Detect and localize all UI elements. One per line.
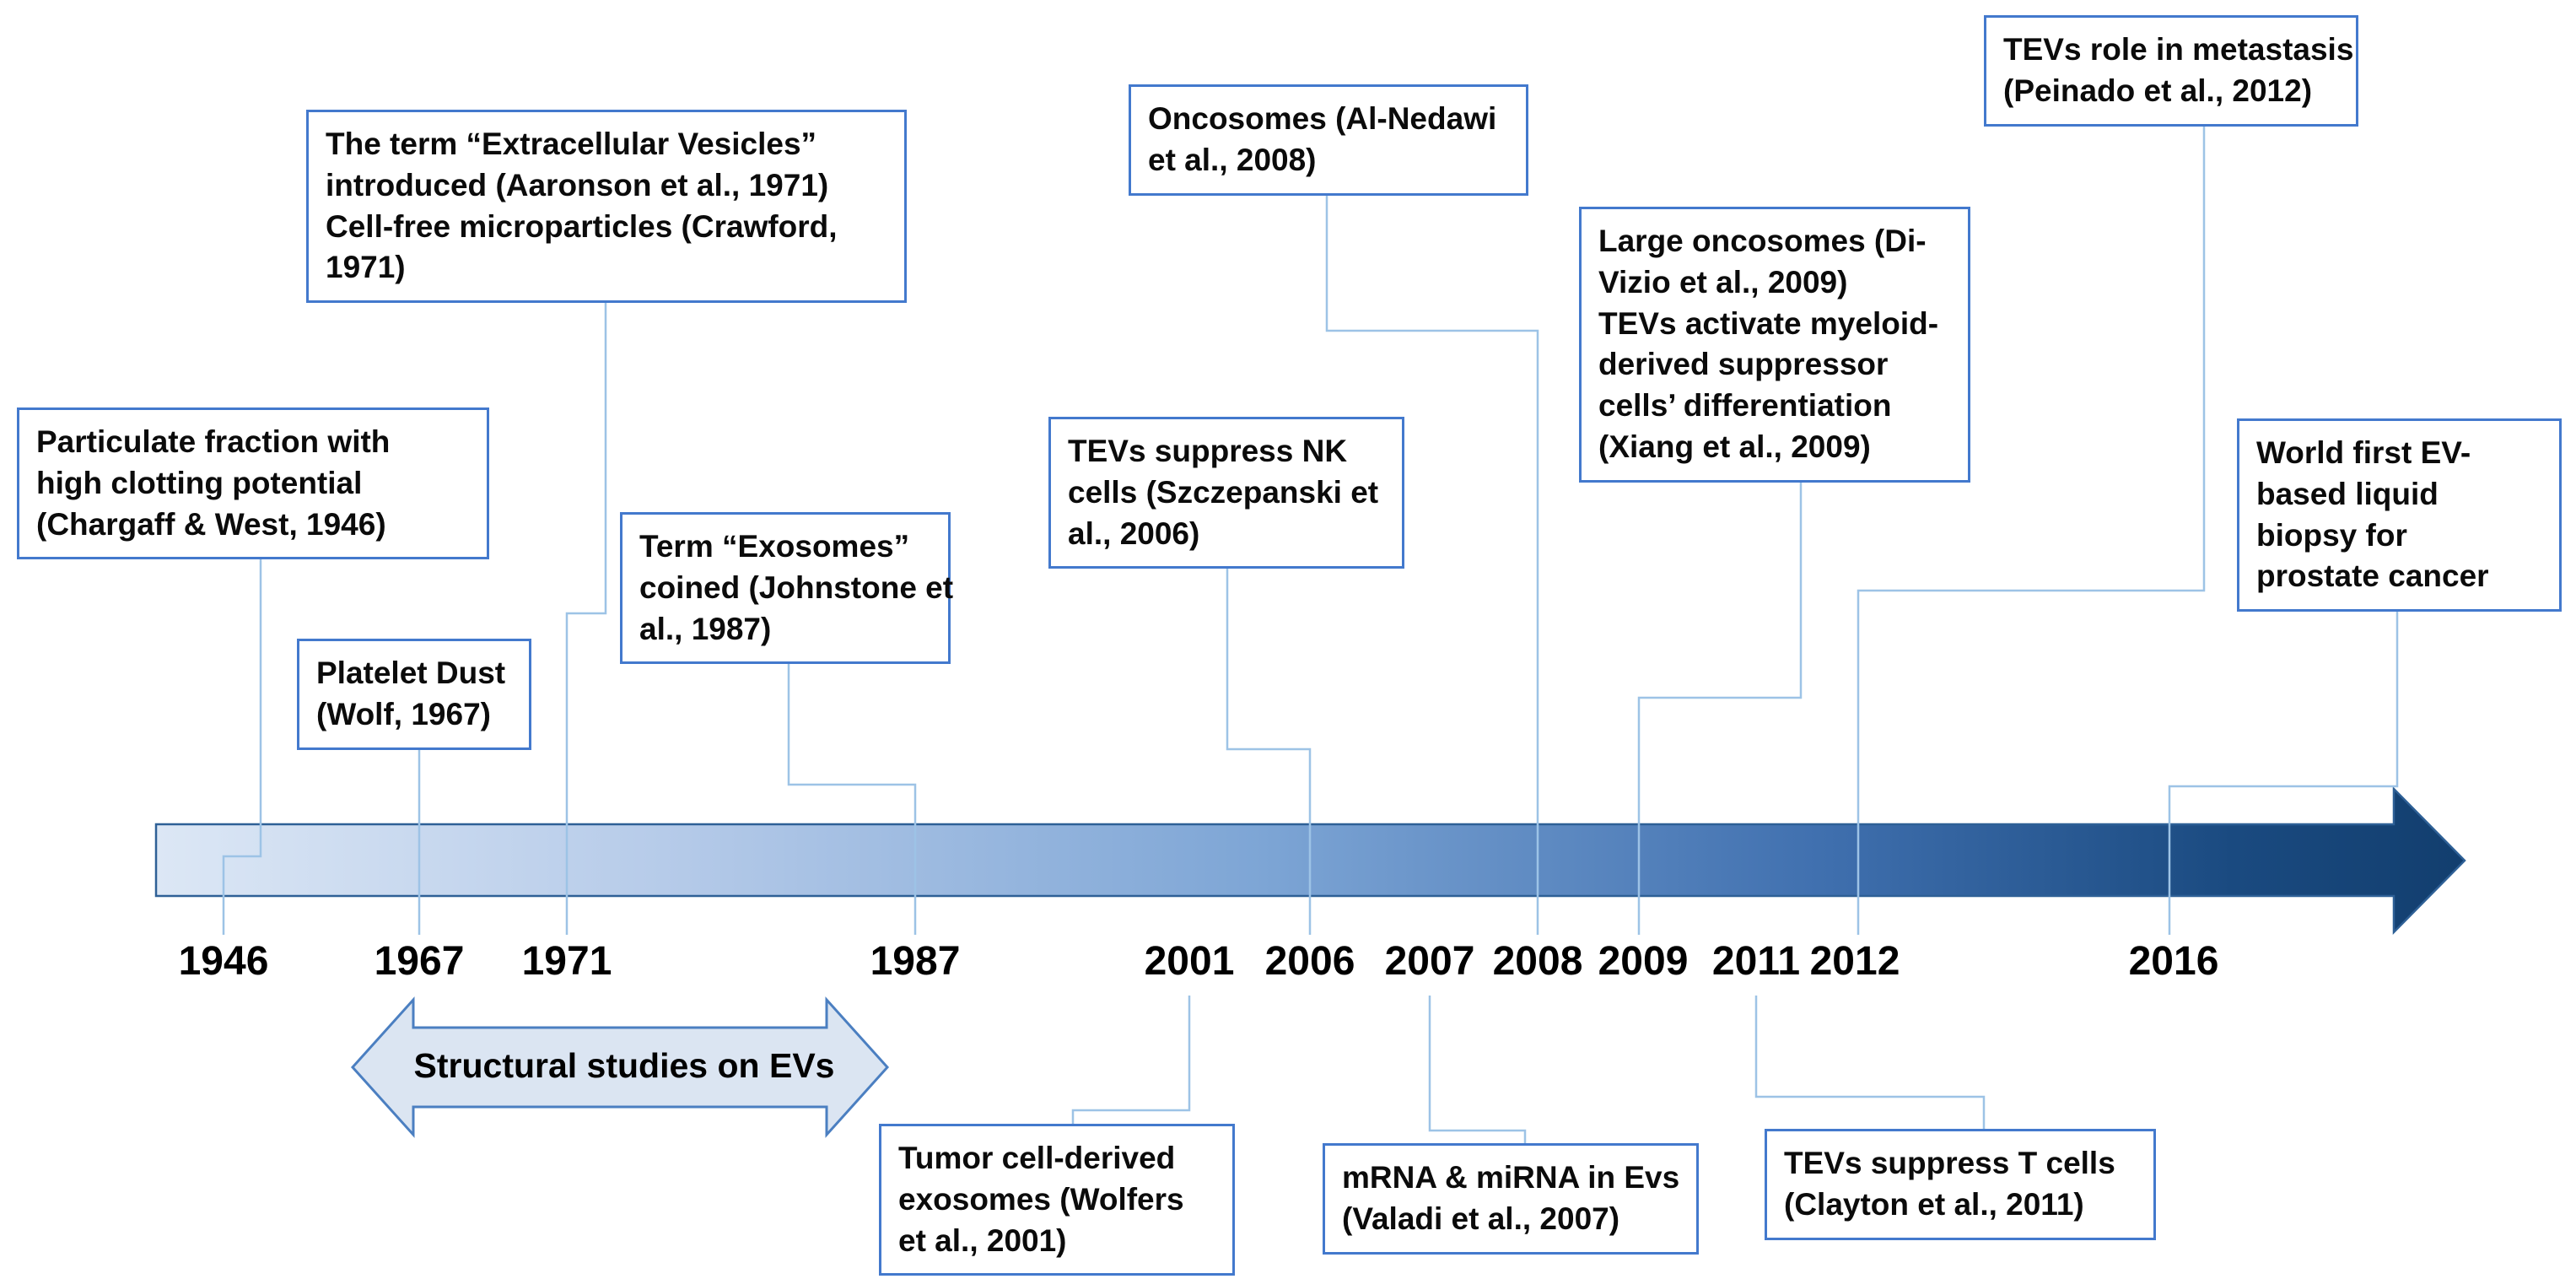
event-box-oncosomes-2008: Oncosomes (Al-Nedawi et al., 2008) (1129, 84, 1528, 196)
year-label-2011: 2011 (1711, 939, 1801, 984)
event-box-liquid-biopsy-2016: World first EV-based liquid biopsy for pro… (2237, 418, 2562, 613)
connector-t-cells-2011 (1754, 996, 1986, 1156)
event-text-line: Platelet Dust (316, 656, 506, 690)
event-text-line: TEVs suppress NK (1068, 434, 1348, 468)
range-arrow (350, 996, 890, 1138)
event-text-line: TEVs activate myeloid- (1598, 305, 1939, 341)
connector-mrna-mirna-2007 (1428, 996, 1527, 1164)
year-label-2016: 2016 (2128, 939, 2219, 984)
event-box-nk-cells-2006: TEVs suppress NK cells (Szczepanski et al.… (1048, 417, 1404, 569)
event-text-line: (Valadi et al., 2007) (1342, 1201, 1620, 1236)
event-box-t-cells-2011: TEVs suppress T cells (Clayton et al., 20… (1765, 1129, 2156, 1240)
event-box-metastasis-2012: TEVs role in metastasis (Peinado et al., … (1984, 15, 2358, 127)
event-text-line: The term “Extracellular Vesicles” (326, 127, 817, 161)
event-box-large-oncosomes-2009: Large oncosomes (Di- Vizio et al., 2009) T… (1579, 207, 1970, 483)
event-text-line: cells (Szczepanski et (1068, 474, 1379, 510)
event-text-line: (Wolf, 1967) (316, 696, 491, 731)
event-box-ev-term-1971: The term “Extracellular Vesicles” introdu… (306, 110, 907, 304)
event-box-exosomes-1987: Term “Exosomes” coined (Johnstone et al., … (620, 512, 954, 665)
event-box-mrna-mirna-2007: mRNA & miRNA in Evs (Valadi et al., 2007) (1323, 1143, 1699, 1255)
connector-liquid-biopsy-2016 (2168, 599, 2399, 935)
range-arrow-label: Structural studies on EVs (413, 1046, 835, 1085)
event-text-line: (Chargaff & West, 1946) (36, 506, 386, 542)
event-text-line: Oncosomes (Al-Nedawi (1148, 101, 1497, 136)
connector-exosomes-1987 (787, 641, 917, 935)
event-text-line: et al., 2008) (1148, 142, 1317, 177)
year-label-2008: 2008 (1492, 939, 1583, 984)
event-text-line: Vizio et al., 2009) (1598, 264, 1848, 300)
event-text-line: based liquid (2256, 476, 2439, 511)
event-text-line: TEVs role in metastasis (2003, 32, 2354, 67)
year-label-1971: 1971 (521, 939, 612, 984)
connector-nk-cells-2006 (1226, 548, 1312, 935)
event-text-line: Large oncosomes (Di- (1598, 224, 1927, 258)
event-text-line: (Peinado et al., 2012) (2003, 73, 2313, 108)
event-text-line: Particulate fraction with (36, 424, 391, 459)
event-text-line: biopsy for (2256, 517, 2407, 553)
year-label-2006: 2006 (1264, 939, 1355, 984)
event-text-line: Term “Exosomes” (639, 529, 910, 564)
connector-oncosomes-2008 (1325, 186, 1539, 935)
year-label-1946: 1946 (178, 939, 269, 984)
event-text-line: mRNA & miRNA in Evs (1342, 1160, 1680, 1195)
event-text-line: al., 2006) (1068, 515, 1200, 551)
connector-large-oncosomes-2009 (1637, 472, 1803, 935)
year-label-1967: 1967 (374, 939, 465, 984)
event-text-line: (Clayton et al., 2011) (1784, 1186, 2084, 1222)
event-text-line: derived suppressor (1598, 347, 1889, 382)
event-text-line: (Xiang et al., 2009) (1598, 429, 1871, 465)
event-text-line: prostate cancer (2256, 559, 2489, 594)
event-text-line: exosomes (Wolfers (898, 1181, 1184, 1217)
event-text-line: Cell-free microparticles (Crawford, (326, 208, 838, 244)
event-text-line: high clotting potential (36, 465, 363, 500)
connector-layer (222, 118, 2399, 1164)
connector-metastasis-2012 (1857, 118, 2206, 935)
event-text-line: TEVs suppress T cells (1784, 1146, 2115, 1180)
event-text-line: al., 1987) (639, 611, 772, 646)
year-label-1987: 1987 (870, 939, 961, 984)
event-text-line: World first EV- (2256, 435, 2471, 470)
event-text-line: cells’ differentiation (1598, 388, 1892, 424)
event-text-line: et al., 2001) (898, 1222, 1067, 1258)
event-box-tumor-exosomes-2001: Tumor cell-derived exosomes (Wolfers et al… (879, 1124, 1235, 1276)
event-text-line: introduced (Aaronson et al., 1971) (326, 167, 829, 202)
event-box-platelet-dust-1967: Platelet Dust (Wolf, 1967) (297, 639, 531, 750)
event-text-line: 1971) (326, 250, 406, 285)
connector-chargaff-1946 (222, 548, 262, 935)
event-text-line: Tumor cell-derived (898, 1141, 1176, 1175)
year-label-2012: 2012 (1809, 939, 1900, 984)
connector-ev-term-1971 (565, 295, 607, 935)
year-label-2009: 2009 (1598, 939, 1689, 984)
event-text-line: coined (Johnstone et (639, 569, 954, 605)
year-label-2007: 2007 (1384, 939, 1475, 984)
year-label-2001: 2001 (1144, 939, 1235, 984)
event-box-chargaff-1946: Particulate fraction with high clotting p… (17, 407, 489, 560)
